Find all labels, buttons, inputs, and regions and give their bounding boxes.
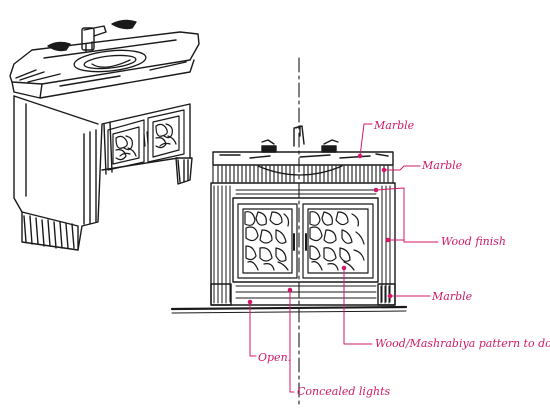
perspective-view (9, 19, 200, 251)
perspective-countertop (9, 31, 200, 99)
elevation-faucet (261, 125, 339, 153)
annotation-marble-top: Marble (374, 119, 415, 132)
leader-marble-top (359, 123, 373, 157)
perspective-doors (107, 109, 185, 171)
perspective-basin (73, 49, 147, 73)
elevation-base (170, 283, 408, 314)
annotation-marble-mid: Marble (422, 159, 463, 172)
leader-wood-finish (375, 187, 439, 243)
annotation-concealed-lights: Concealed lights (297, 385, 391, 398)
leader-wood-pattern (343, 267, 373, 345)
annotation-marble-base: Marble (432, 290, 473, 303)
annotation-open: Open. (258, 351, 292, 364)
elevation-basin-band (212, 164, 394, 184)
leader-concealed-lights (289, 289, 295, 393)
elevation-cabinet-frame (210, 182, 396, 306)
perspective-faucet (47, 19, 137, 53)
leader-open (249, 301, 257, 357)
annotation-wood-finish: Wood finish (441, 235, 507, 248)
elevation-doors (237, 203, 374, 279)
front-elevation (170, 125, 408, 314)
perspective-cabinet-body (13, 95, 193, 251)
elevation-marble-top (212, 151, 394, 166)
annotation-wood-mashrabiya: Wood/Mashrabiya pattern to doors (375, 337, 550, 350)
leader-marble-mid (383, 165, 421, 171)
annotation-leaders (247, 123, 439, 393)
